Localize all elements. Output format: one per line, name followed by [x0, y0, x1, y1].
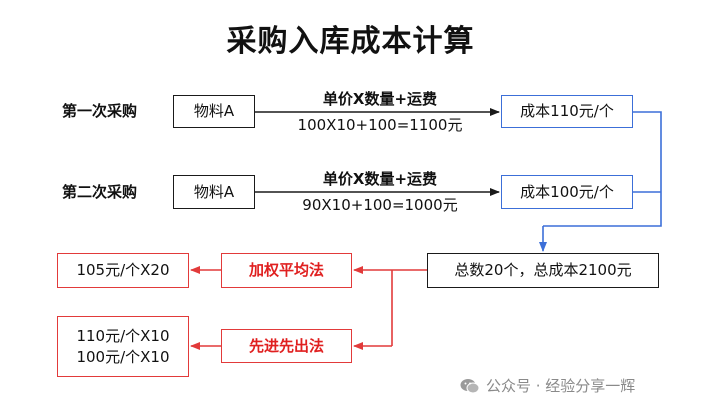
fifo-result-line-1: 110元/个X10 — [76, 326, 170, 345]
wechat-icon — [460, 378, 480, 393]
result-box-weighted-average: 105元/个X20 — [57, 253, 189, 288]
blue-connector-row1 — [543, 111, 662, 227]
result-box-first: 成本110元/个 — [501, 95, 633, 128]
watermark: 公众号 · 经验分享一辉 — [460, 375, 635, 396]
watermark-text: 公众号 · 经验分享一辉 — [486, 377, 636, 395]
formula-bottom-first: 100X10+100=1100元 — [297, 116, 463, 134]
fifo-result-line-2: 100元/个X10 — [76, 347, 170, 366]
result-box-second: 成本100元/个 — [501, 175, 633, 209]
formula-bottom-second: 90X10+100=1000元 — [302, 196, 458, 214]
row-label-second-purchase: 第二次采购 — [62, 183, 138, 201]
formula-top-second: 单价X数量+运费 — [322, 170, 438, 188]
method-box-fifo: 先进先出法 — [221, 329, 352, 363]
item-box-second: 物料A — [173, 175, 255, 209]
item-box-first: 物料A — [173, 95, 255, 128]
row-label-first-purchase: 第一次采购 — [62, 102, 138, 120]
result-box-fifo: 110元/个X10 100元/个X10 — [57, 316, 189, 377]
diagram-title: 采购入库成本计算 — [226, 24, 475, 59]
total-box: 总数20个，总成本2100元 — [427, 253, 659, 288]
method-box-weighted-average: 加权平均法 — [221, 253, 352, 288]
weighted-average-result: 105元/个X20 — [76, 261, 170, 279]
formula-top-first: 单价X数量+运费 — [322, 90, 438, 108]
